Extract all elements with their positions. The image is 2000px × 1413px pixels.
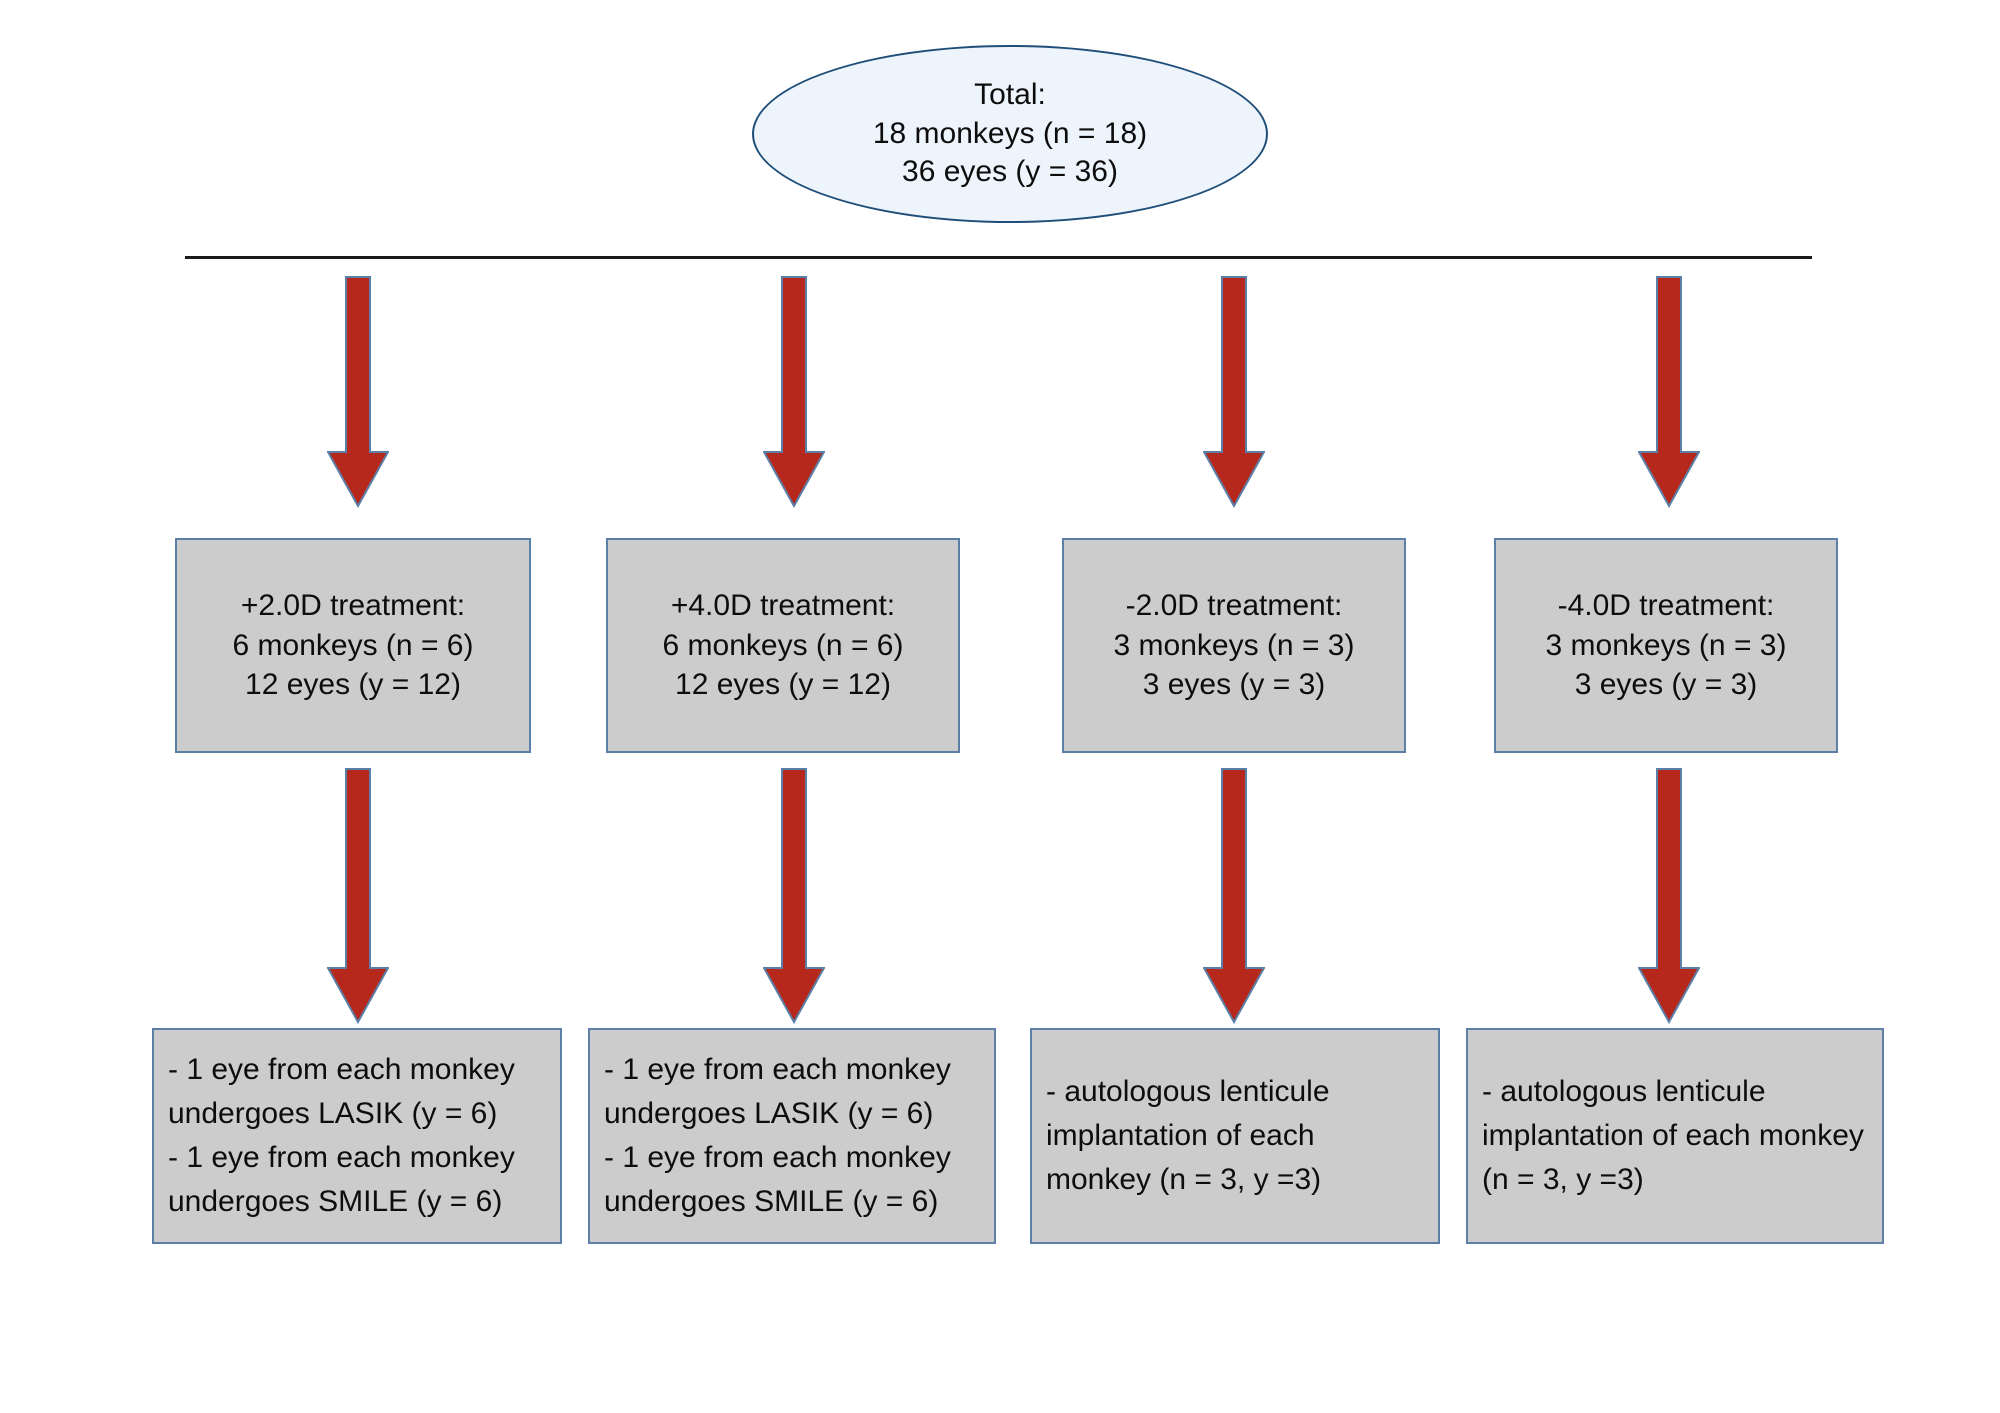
- treatment-box-minus-2d-line-3: 3 eyes (y = 3): [1142, 668, 1326, 702]
- outcome-box-minus-4d-line-1: - autologous lenticule implantation of e…: [1482, 1075, 1864, 1196]
- outcome-box-minus-2d-line-1: - autologous lenticule implantation of e…: [1046, 1075, 1330, 1196]
- treatment-box-minus-2d: -2.0D treatment: 3 monkeys (n = 3) 3 eye…: [1062, 538, 1406, 753]
- treatment-box-plus-4d-line-2: 6 monkeys (n = 6): [662, 628, 904, 662]
- outcome-box-plus-2d-line-1: - 1 eye from each monkey undergoes LASIK…: [168, 1053, 515, 1131]
- down-arrow-icon-root-to-plus2d: [327, 276, 389, 508]
- outcome-box-minus-4d: - autologous lenticule implantation of e…: [1466, 1028, 1884, 1244]
- treatment-box-plus-2d-line-2: 6 monkeys (n = 6): [232, 628, 474, 662]
- root-line-3: 36 eyes (y = 36): [902, 155, 1118, 189]
- down-arrow-icon-minus2d-to-procedures: [1203, 768, 1265, 1024]
- treatment-box-plus-4d-line-3: 12 eyes (y = 12): [675, 668, 891, 702]
- treatment-box-minus-2d-line-1: -2.0D treatment:: [1125, 588, 1343, 622]
- treatment-box-minus-4d: -4.0D treatment: 3 monkeys (n = 3) 3 eye…: [1494, 538, 1838, 753]
- down-arrow-icon-plus4d-to-procedures: [763, 768, 825, 1024]
- outcome-box-plus-2d: - 1 eye from each monkey undergoes LASIK…: [152, 1028, 562, 1244]
- treatment-box-minus-4d-line-3: 3 eyes (y = 3): [1574, 668, 1758, 702]
- down-arrow-icon-root-to-plus4d: [763, 276, 825, 508]
- root-line-1: Total:: [974, 78, 1046, 112]
- outcome-box-plus-4d-line-2: - 1 eye from each monkey undergoes SMILE…: [604, 1141, 951, 1218]
- down-arrow-icon-plus2d-to-procedures: [327, 768, 389, 1024]
- treatment-box-minus-2d-line-2: 3 monkeys (n = 3): [1113, 628, 1355, 662]
- treatment-box-plus-2d: +2.0D treatment: 6 monkeys (n = 6) 12 ey…: [175, 538, 531, 753]
- outcome-box-plus-4d: - 1 eye from each monkey undergoes LASIK…: [588, 1028, 996, 1244]
- treatment-box-minus-4d-line-1: -4.0D treatment:: [1557, 588, 1775, 622]
- down-arrow-icon-minus4d-to-procedures: [1638, 768, 1700, 1024]
- treatment-box-plus-4d: +4.0D treatment: 6 monkeys (n = 6) 12 ey…: [606, 538, 960, 753]
- outcome-box-plus-4d-line-1: - 1 eye from each monkey undergoes LASIK…: [604, 1053, 951, 1131]
- root-node-total: Total: 18 monkeys (n = 18) 36 eyes (y = …: [752, 45, 1268, 223]
- treatment-box-minus-4d-line-2: 3 monkeys (n = 3): [1545, 628, 1787, 662]
- outcome-box-minus-2d: - autologous lenticule implantation of e…: [1030, 1028, 1440, 1244]
- treatment-box-plus-2d-line-3: 12 eyes (y = 12): [245, 668, 461, 702]
- down-arrow-icon-root-to-minus2d: [1203, 276, 1265, 508]
- distribution-bar: [185, 256, 1812, 259]
- treatment-box-plus-2d-line-1: +2.0D treatment:: [240, 588, 466, 622]
- root-line-2: 18 monkeys (n = 18): [872, 116, 1148, 150]
- outcome-box-plus-2d-line-2: - 1 eye from each monkey undergoes SMILE…: [168, 1141, 515, 1218]
- down-arrow-icon-root-to-minus4d: [1638, 276, 1700, 508]
- treatment-box-plus-4d-line-1: +4.0D treatment:: [670, 588, 896, 622]
